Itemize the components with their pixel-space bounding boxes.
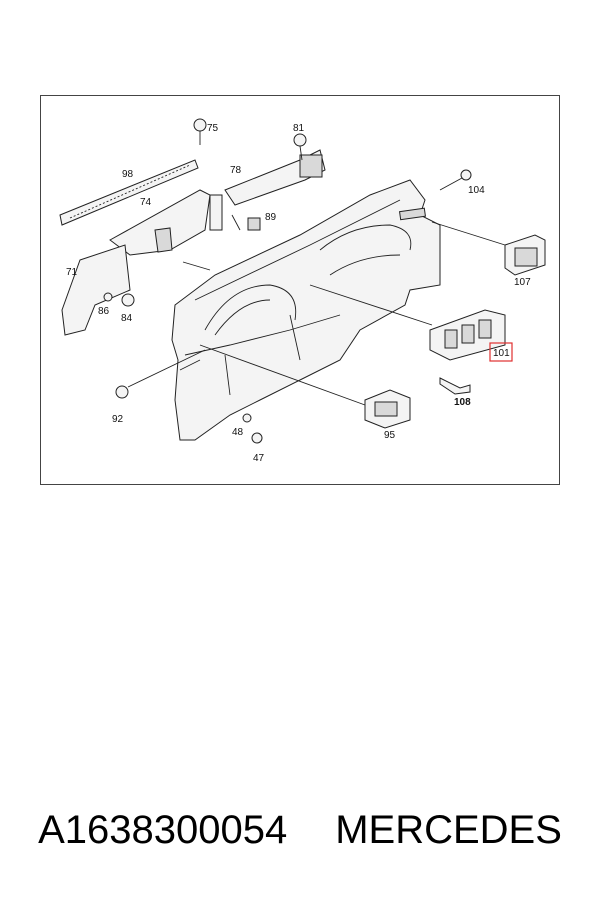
callout-104: 104: [468, 185, 485, 196]
dashboard-body: [171, 179, 441, 441]
callout-84: 84: [121, 313, 133, 324]
callout-86: 86: [98, 306, 110, 317]
brand-name: MERCEDES: [335, 807, 562, 852]
diagram-frame: [40, 95, 560, 485]
bracket-108: [439, 377, 471, 395]
callout-98: 98: [122, 169, 134, 180]
leader-lines: [127, 177, 506, 406]
callout-74: 74: [140, 197, 152, 208]
callout-107: 107: [514, 277, 531, 288]
switch-panel: [429, 309, 506, 361]
callout-71: 71: [66, 267, 78, 278]
bracket: [224, 149, 326, 206]
callout-47: 47: [253, 453, 265, 464]
part-number: A1638300054: [38, 807, 288, 852]
callout-81: 81: [293, 123, 305, 134]
callout-75: 75: [207, 123, 219, 134]
caption: A1638300054 MERCEDES: [0, 800, 600, 860]
callout-labels: 75 81 98 78 74 89 104 71 86 84 107 101 1…: [66, 123, 531, 464]
callout-108: 108: [454, 397, 471, 408]
callout-78: 78: [230, 165, 242, 176]
callout-48: 48: [232, 427, 244, 438]
defroster-strip: [59, 159, 199, 226]
callout-89: 89: [265, 212, 277, 223]
fasteners: [103, 118, 472, 444]
air-duct: [109, 189, 223, 256]
side-duct: [61, 244, 131, 336]
callout-101: 101: [493, 348, 510, 359]
callout-95: 95: [384, 430, 396, 441]
callout-92: 92: [112, 414, 124, 425]
vent-107: [504, 234, 546, 276]
highlight-box-101: [489, 342, 513, 362]
vent-95: [364, 389, 411, 429]
